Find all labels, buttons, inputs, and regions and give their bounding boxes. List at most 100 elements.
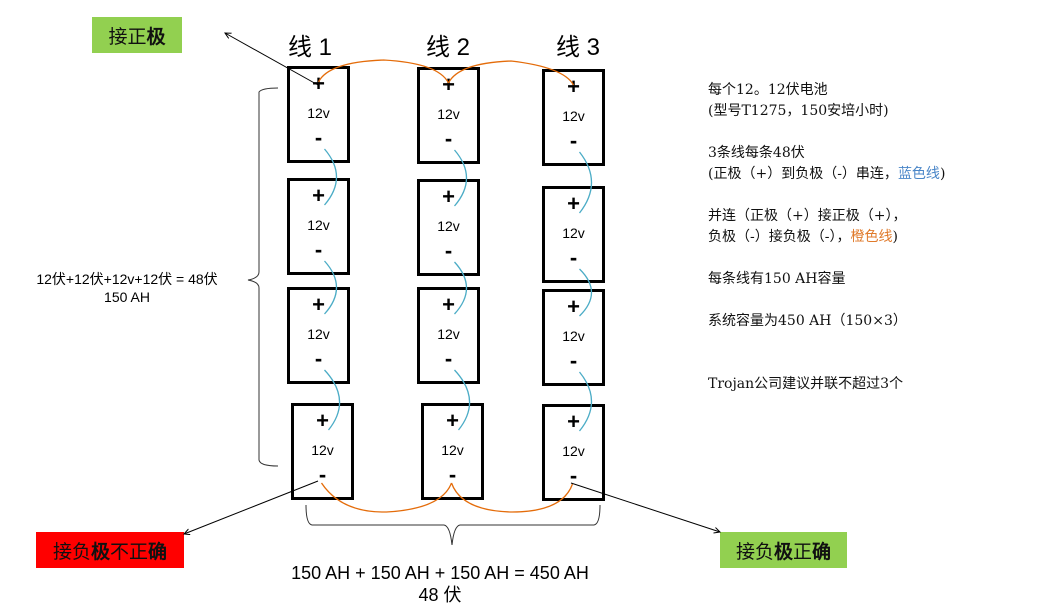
connect-negative-wrong-tag: 接负极不正确	[36, 532, 184, 568]
negative-terminal: -	[314, 237, 323, 262]
positive-terminal: +	[312, 292, 325, 317]
note-parallel-negative: 负极（-）接负极（-），橙色线)	[708, 227, 945, 248]
battery-voltage: 12v	[307, 217, 330, 233]
note-line-capacity: 每条线有150 AH容量	[708, 271, 846, 287]
battery: +12v-	[421, 403, 484, 500]
battery: +12v-	[542, 69, 605, 166]
parallel-wire-negative	[450, 482, 574, 513]
battery: +12v -	[417, 179, 480, 276]
series-wire	[454, 149, 468, 207]
arrow-to-negative-wrong-tag	[184, 480, 319, 534]
note-text: 负极（-）接负极（-），	[708, 229, 851, 245]
negative-terminal: -	[569, 245, 578, 270]
parallel-wire-positive	[317, 59, 450, 84]
battery: +12v -	[542, 404, 605, 501]
negative-terminal: -	[569, 463, 578, 488]
series-capacity-text: 150 AH	[104, 289, 150, 305]
series-wire	[324, 369, 341, 431]
system-voltage-text: 48 伏	[418, 585, 462, 605]
battery-voltage: 12v	[562, 443, 585, 459]
tag-text-bold: 极	[90, 541, 110, 563]
tag-text: 接正	[108, 26, 147, 48]
parallel-capacity-label: 150 AH + 150 AH + 150 AH = 450 AH 48 伏	[250, 562, 630, 606]
battery-voltage: 12v	[437, 218, 460, 234]
positive-terminal: +	[567, 294, 580, 319]
note-battery: 每个12。12伏电池	[708, 82, 828, 98]
battery: +12v -	[417, 287, 480, 384]
parallel-wires	[317, 59, 575, 513]
positive-terminal: +	[312, 183, 325, 208]
tag-text-bold: 确	[148, 541, 168, 563]
series-voltage-label: 12伏+12伏+12v+12伏 = 48伏 150 AH	[18, 270, 236, 306]
parallel-wire-negative	[320, 482, 453, 513]
battery-voltage: 12v	[562, 108, 585, 124]
negative-terminal: -	[444, 238, 453, 263]
connect-positive-tag: 接正极	[92, 17, 182, 53]
tag-text: 接负	[52, 541, 91, 563]
series-wires	[324, 148, 593, 432]
series-wire	[578, 371, 593, 432]
note-text: (正极（+）到负极（-）串连，	[708, 166, 898, 182]
note-orange-wire: 橙色线	[850, 229, 893, 245]
negative-terminal: -	[569, 128, 578, 153]
battery: +12v -	[542, 289, 605, 386]
notes-panel: 每个12。12伏电池 (型号T1275，150安培小时) 3条线每条48伏 (正…	[708, 80, 945, 395]
negative-terminal: -	[444, 126, 453, 151]
note-text: )	[892, 229, 898, 245]
tag-text: 不正	[110, 541, 149, 563]
battery: +12v-	[417, 67, 480, 164]
battery-voltage: 12v	[437, 106, 460, 122]
battery-voltage: 12v	[307, 326, 330, 342]
series-wire	[454, 369, 471, 431]
series-wire	[578, 151, 593, 214]
parallel-wire-positive	[447, 60, 575, 86]
note-model: (型号T1275，150安培小时)	[708, 103, 889, 119]
negative-terminal: -	[314, 125, 323, 150]
battery: +12v -	[287, 178, 350, 275]
bottom-brace	[305, 504, 601, 546]
tag-text-bold: 确	[812, 541, 832, 563]
series-wire	[324, 260, 338, 315]
note-text: )	[939, 166, 946, 182]
tag-text-bold: 极	[146, 26, 166, 48]
series-wire	[454, 261, 468, 315]
note-lines: 3条线每条48伏	[708, 145, 805, 161]
negative-terminal: -	[448, 462, 457, 487]
series-voltage-text: 12伏+12伏+12v+12伏 = 48伏	[36, 271, 218, 287]
column-title-2: 线 2	[425, 34, 470, 61]
column-title-1: 线 1	[287, 34, 332, 61]
positive-terminal: +	[442, 184, 455, 209]
battery-voltage: 12v	[562, 225, 585, 241]
tag-text-bold: 极	[773, 541, 793, 563]
note-parallel: 并连（正极（+）接正极（+），	[708, 208, 907, 224]
note-system-capacity: 系统容量为450 AH（150×3）	[708, 313, 907, 329]
battery: +12v-	[287, 66, 350, 163]
battery-voltage: 12v	[307, 105, 330, 121]
parallel-capacity-text: 150 AH + 150 AH + 150 AH = 450 AH	[291, 563, 589, 583]
negative-terminal: -	[569, 348, 578, 373]
note-series: (正极（+）到负极（-）串连，蓝色线)	[708, 164, 945, 185]
note-blue-wire: 蓝色线	[897, 166, 940, 182]
arrow-to-negative-correct-tag	[570, 482, 720, 532]
negative-terminal: -	[318, 462, 327, 487]
negative-terminal: -	[444, 346, 453, 371]
battery: +12v-	[287, 287, 350, 384]
positive-terminal: +	[446, 408, 459, 433]
tag-text: 接负	[735, 541, 774, 563]
positive-terminal: +	[567, 191, 580, 216]
battery-voltage: 12v	[562, 328, 585, 344]
arrow-to-positive-tag	[225, 33, 319, 86]
battery-voltage: 12v	[311, 442, 334, 458]
positive-terminal: +	[316, 408, 329, 433]
column-title-3: 线 3	[555, 34, 600, 61]
connect-negative-correct-tag: 接负极正确	[720, 532, 847, 568]
left-brace	[247, 87, 279, 467]
positive-terminal: +	[442, 292, 455, 317]
series-wire	[324, 148, 338, 206]
battery: +12v -	[542, 186, 605, 283]
series-wire	[579, 268, 593, 317]
note-trojan: Trojan公司建议并联不超过3个	[708, 376, 904, 392]
positive-terminal: +	[567, 409, 580, 434]
battery-voltage: 12v	[437, 326, 460, 342]
